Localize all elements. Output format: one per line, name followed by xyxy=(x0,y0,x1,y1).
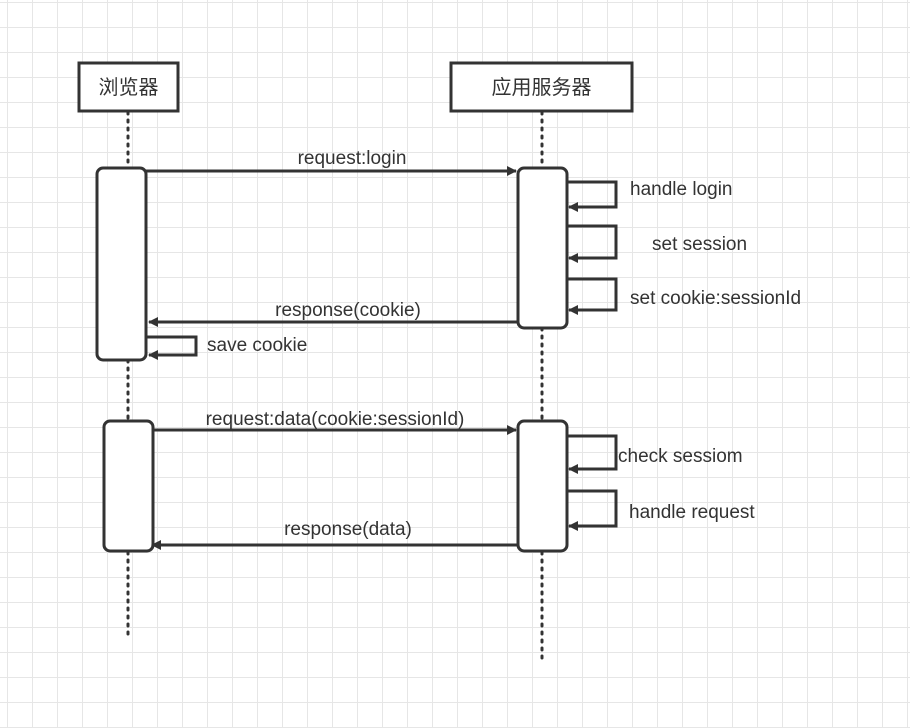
self-message-handle-login[interactable]: handle login xyxy=(567,179,732,212)
self-message-handle-request[interactable]: handle request xyxy=(567,489,755,531)
message-label: response(cookie) xyxy=(275,300,421,321)
self-message-check-session[interactable]: check sessiom xyxy=(567,434,743,474)
participant-browser-label: 浏览器 xyxy=(99,75,159,99)
message-label: check sessiom xyxy=(618,446,743,467)
message-label: save cookie xyxy=(207,335,307,356)
participant-browser[interactable]: 浏览器 xyxy=(77,61,180,113)
message-label: set session xyxy=(652,234,747,255)
message-response-data[interactable]: response(data) xyxy=(151,519,518,550)
self-message-save-cookie[interactable]: save cookie xyxy=(146,335,307,360)
activation-browser-1 xyxy=(95,166,148,362)
message-label: request:login xyxy=(298,148,407,169)
activation-server-2 xyxy=(516,419,569,553)
participant-server-label: 应用服务器 xyxy=(492,75,592,99)
participant-server[interactable]: 应用服务器 xyxy=(449,61,634,113)
message-label: handle request xyxy=(629,502,755,523)
message-label: set cookie:sessionId xyxy=(630,288,801,309)
message-request-login[interactable]: request:login xyxy=(146,148,517,176)
activation-browser-2 xyxy=(102,419,155,553)
self-message-set-session[interactable]: set session xyxy=(567,224,747,263)
activation-server-1 xyxy=(516,166,569,330)
message-request-data[interactable]: request:data(cookie:sessionId) xyxy=(153,409,517,435)
message-response-cookie[interactable]: response(cookie) xyxy=(148,300,518,327)
self-message-set-cookie[interactable]: set cookie:sessionId xyxy=(567,277,801,315)
message-label: request:data(cookie:sessionId) xyxy=(206,409,465,430)
message-label: response(data) xyxy=(284,519,412,540)
message-label: handle login xyxy=(630,179,732,200)
